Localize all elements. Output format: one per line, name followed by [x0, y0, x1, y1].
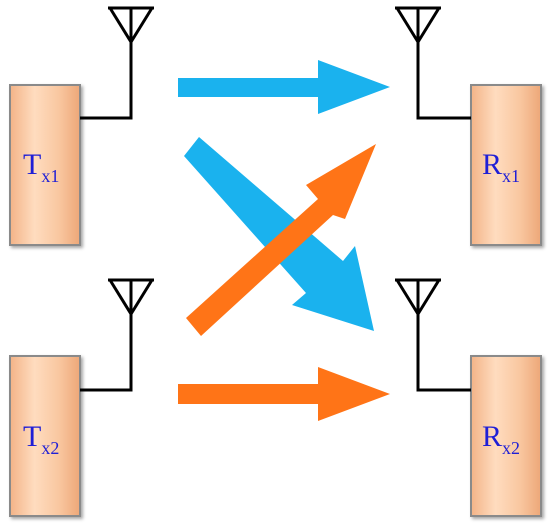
- receiver-rx2: Rx2: [395, 278, 542, 517]
- rx1-label-sub: x1: [502, 166, 520, 186]
- rx1-label-main: R: [482, 148, 502, 181]
- tx1-antenna-icon: [80, 6, 154, 120]
- rx1-antenna-icon: [395, 6, 471, 120]
- arrow-tx1-to-rx1: [178, 60, 390, 114]
- tx2-antenna-icon: [80, 278, 154, 392]
- tx1-label: Tx1: [23, 148, 59, 186]
- rx2-label: Rx2: [482, 420, 520, 458]
- links: [178, 60, 390, 421]
- tx2-label-main: T: [23, 420, 41, 453]
- tx1-label-sub: x1: [41, 166, 59, 186]
- arrow-tx2-to-rx2: [178, 367, 390, 421]
- rx2-box: [470, 355, 542, 517]
- rx1-label: Rx1: [482, 148, 520, 186]
- tx1-box: [9, 84, 81, 246]
- receiver-rx1: Rx1: [395, 6, 542, 246]
- rx2-label-sub: x2: [502, 438, 520, 458]
- tx1-label-main: T: [23, 148, 41, 181]
- tx2-label-sub: x2: [41, 438, 59, 458]
- tx2-label: Tx2: [23, 420, 59, 458]
- rx2-antenna-icon: [395, 278, 471, 392]
- rx1-box: [470, 84, 542, 246]
- rx2-label-main: R: [482, 420, 502, 453]
- transmitter-tx1: Tx1: [9, 6, 154, 246]
- transmitter-tx2: Tx2: [9, 278, 154, 517]
- arrow-tx1-to-rx2: [184, 137, 374, 331]
- tx2-box: [9, 355, 81, 517]
- arrow-tx2-to-rx1: [186, 144, 376, 336]
